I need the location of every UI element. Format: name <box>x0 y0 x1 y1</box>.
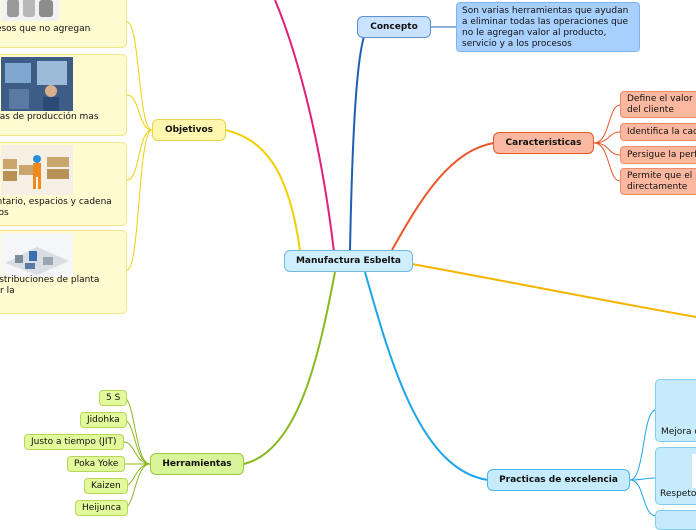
central-topic[interactable]: Manufactura Esbelta <box>284 250 413 272</box>
factory-workers-image <box>1 57 73 111</box>
herramienta-item[interactable]: Justo a tiempo (JIT) <box>24 434 124 450</box>
link-practicas <box>364 271 489 481</box>
objetivo-card[interactable]: entario, espacios y cadena cios <box>0 142 127 226</box>
branch-objetivos[interactable]: Objetivos <box>152 119 226 141</box>
caracteristica-item[interactable]: Identifica la cad <box>620 123 696 141</box>
practica-card[interactable] <box>655 510 696 530</box>
caracteristica-item[interactable]: Permite que el p directamente <box>620 168 696 195</box>
objetivo-card[interactable]: distribuciones de planta tar la <box>0 230 127 314</box>
concepto-line: servicio y a los procesos <box>462 39 572 49</box>
concepto-text[interactable]: Son varias herramientas que ayudan a eli… <box>456 2 640 52</box>
objetivo-text: cios <box>0 208 9 218</box>
item-line: del cliente <box>627 105 674 115</box>
herramienta-item[interactable]: Kaizen <box>84 478 128 494</box>
practica-card[interactable]: Mejora c <box>655 379 696 442</box>
herramienta-item[interactable]: Jidohka <box>80 412 127 428</box>
concepto-line: no le agregan valor al producto, <box>462 28 607 38</box>
objetivo-text: mas de producción mas <box>0 112 99 122</box>
branch-concepto[interactable]: Concepto <box>357 16 431 38</box>
objetivo-text: distribuciones de planta <box>0 275 100 285</box>
link-objetivos <box>224 129 301 251</box>
herramienta-item[interactable]: Poka Yoke <box>67 456 126 472</box>
objetivo-text: tar la <box>0 286 15 296</box>
practica-text: Respeto <box>660 489 696 499</box>
item-line: Persigue la perfe <box>627 150 696 160</box>
objetivo-card[interactable]: cesos que no agregan <box>0 0 127 48</box>
machinery-image <box>1 0 59 21</box>
link-extra <box>411 263 696 318</box>
practica-text: Mejora c <box>661 427 696 437</box>
item-line: Permite que el p <box>627 171 696 181</box>
warehouse-worker-image <box>1 145 73 195</box>
herramienta-item[interactable]: 5 S <box>99 390 128 406</box>
item-line: Define el valor d <box>627 94 696 104</box>
herramienta-item[interactable]: Heijunca <box>75 500 129 516</box>
link-herramientas <box>243 271 336 465</box>
objetivo-text: cesos que no agregan <box>0 24 91 34</box>
caracteristica-item[interactable]: Persigue la perfe <box>620 146 696 164</box>
practica-card[interactable]: Respeto <box>655 447 696 505</box>
link-top <box>274 0 335 253</box>
concepto-line: a eliminar todas las operaciones que <box>462 17 629 27</box>
image-placeholder <box>692 454 696 488</box>
link-caracteristicas <box>391 142 495 251</box>
item-line: Identifica la cad <box>627 127 696 137</box>
objetivo-text: entario, espacios y cadena <box>0 197 112 207</box>
branch-practicas[interactable]: Practicas de excelencia <box>487 469 630 491</box>
caracteristica-item[interactable]: Define el valor d del cliente <box>620 91 696 118</box>
plant-layout-image <box>1 233 73 277</box>
concepto-line: Son varias herramientas que ayudan <box>462 6 629 16</box>
objetivo-card[interactable]: mas de producción mas <box>0 54 127 136</box>
link-concepto <box>349 27 369 251</box>
item-line: directamente <box>627 182 688 192</box>
branch-caracteristicas[interactable]: Caracteristicas <box>493 132 594 154</box>
branch-herramientas[interactable]: Herramientas <box>150 453 244 475</box>
